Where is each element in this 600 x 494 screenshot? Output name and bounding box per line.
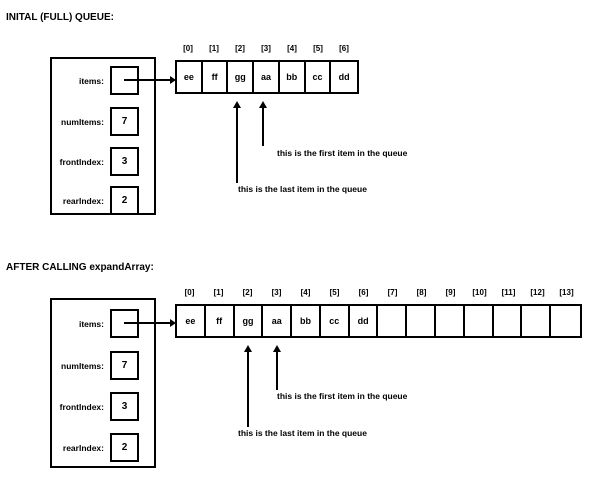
array-cell: dd [338, 72, 350, 82]
array-cell [407, 306, 437, 336]
index-label: [12] [530, 288, 545, 297]
pointer-arrowhead-bottom [170, 319, 176, 327]
callout-stem-last-item-bottom [247, 351, 249, 427]
field-value-frontindex: 3 [110, 392, 139, 421]
field-value-rearindex: 2 [110, 433, 139, 462]
index-label: [8] [416, 288, 427, 297]
section-title-initial: INITAL (FULL) QUEUE: [6, 12, 114, 23]
callout-text-last-item-top: this is the last item in the queue [238, 184, 367, 194]
array-cell: dd [350, 306, 379, 336]
array-cell [494, 306, 523, 336]
field-value-numitems: 7 [110, 107, 139, 136]
struct-field-rearindex-top: rearIndex: 2 [48, 186, 139, 215]
index-label: [11] [501, 288, 516, 297]
field-label-items: items: [78, 75, 104, 86]
index-label: [5] [313, 44, 323, 53]
index-label: [1] [213, 288, 224, 297]
index-label: [0] [184, 288, 195, 297]
struct-box-top [50, 57, 156, 215]
struct-field-rearindex-bottom: rearIndex: 2 [48, 433, 139, 462]
array-cell [522, 306, 552, 336]
array-bottom: ee ff gg aa bb cc dd [175, 304, 582, 338]
index-label: [2] [235, 44, 245, 53]
array-top: ee ff gg aa bb cc dd [175, 60, 359, 94]
array-cell: aa [263, 306, 293, 336]
struct-field-frontindex-bottom: frontIndex: 3 [48, 392, 139, 421]
index-label: [5] [329, 288, 340, 297]
field-label-rearindex: rearIndex: [62, 442, 104, 453]
array-cell [436, 306, 465, 336]
pointer-line-bottom [124, 322, 172, 324]
index-label: [4] [300, 288, 311, 297]
callout-text-first-item-top: this is the first item in the queue [277, 148, 408, 158]
array-cell: cc [321, 306, 350, 336]
callout-arrowhead-last-item-top [233, 101, 241, 108]
field-value-rearindex: 2 [110, 186, 139, 215]
index-label: [3] [261, 44, 271, 53]
callout-text-first-item-bottom: this is the first item in the queue [277, 391, 408, 401]
array-index-labels-top: [0] [1] [2] [3] [4] [5] [6] [175, 44, 359, 56]
callout-arrowhead-first-item-bottom [273, 345, 281, 352]
pointer-line-top [124, 79, 172, 81]
index-label: [6] [339, 44, 349, 53]
struct-field-numitems-top: numItems: 7 [48, 107, 139, 136]
array-cell: ee [177, 306, 206, 336]
array-cell: ff [203, 62, 229, 92]
index-label: [4] [287, 44, 297, 53]
field-label-frontindex: frontIndex: [59, 156, 104, 167]
array-cell [551, 306, 580, 336]
callout-stem-last-item-top [236, 107, 238, 183]
index-label: [7] [387, 288, 398, 297]
array-cell: cc [306, 62, 332, 92]
callout-arrowhead-first-item-top [259, 101, 267, 108]
array-cell: ee [177, 62, 203, 92]
field-value-frontindex: 3 [110, 147, 139, 176]
array-index-labels-bottom: [0] [1] [2] [3] [4] [5] [6] [7] [8] [9] … [175, 288, 582, 300]
field-value-numitems: 7 [110, 351, 139, 380]
index-label: [3] [271, 288, 282, 297]
index-label: [1] [209, 44, 219, 53]
index-label: [0] [183, 44, 193, 53]
struct-field-numitems-bottom: numItems: 7 [48, 351, 139, 380]
array-cell: bb [292, 306, 321, 336]
index-label: [9] [445, 288, 456, 297]
field-label-numitems: numItems: [61, 360, 104, 371]
callout-text-last-item-bottom: this is the last item in the queue [238, 428, 367, 438]
callout-stem-first-item-bottom [276, 351, 278, 390]
section-title-after-expand: AFTER CALLING expandArray: [6, 262, 154, 273]
index-label: [13] [559, 288, 574, 297]
field-label-numitems: numItems: [61, 116, 104, 127]
pointer-arrowhead-top [170, 76, 176, 84]
field-label-items: items: [78, 318, 104, 329]
array-cell [465, 306, 494, 336]
array-cell: gg [228, 62, 255, 92]
array-cell: bb [280, 62, 306, 92]
struct-field-frontindex-top: frontIndex: 3 [48, 147, 139, 176]
field-label-frontindex: frontIndex: [59, 401, 104, 412]
struct-box-bottom [50, 298, 156, 468]
array-cell: aa [254, 62, 280, 92]
field-label-rearindex: rearIndex: [62, 195, 104, 206]
array-cell: gg [235, 306, 264, 336]
index-label: [2] [242, 288, 253, 297]
array-cell: ff [206, 306, 235, 336]
index-label: [6] [358, 288, 369, 297]
callout-arrowhead-last-item-bottom [244, 345, 252, 352]
array-cell [378, 306, 408, 336]
callout-stem-first-item-top [262, 107, 264, 146]
index-label: [10] [472, 288, 487, 297]
